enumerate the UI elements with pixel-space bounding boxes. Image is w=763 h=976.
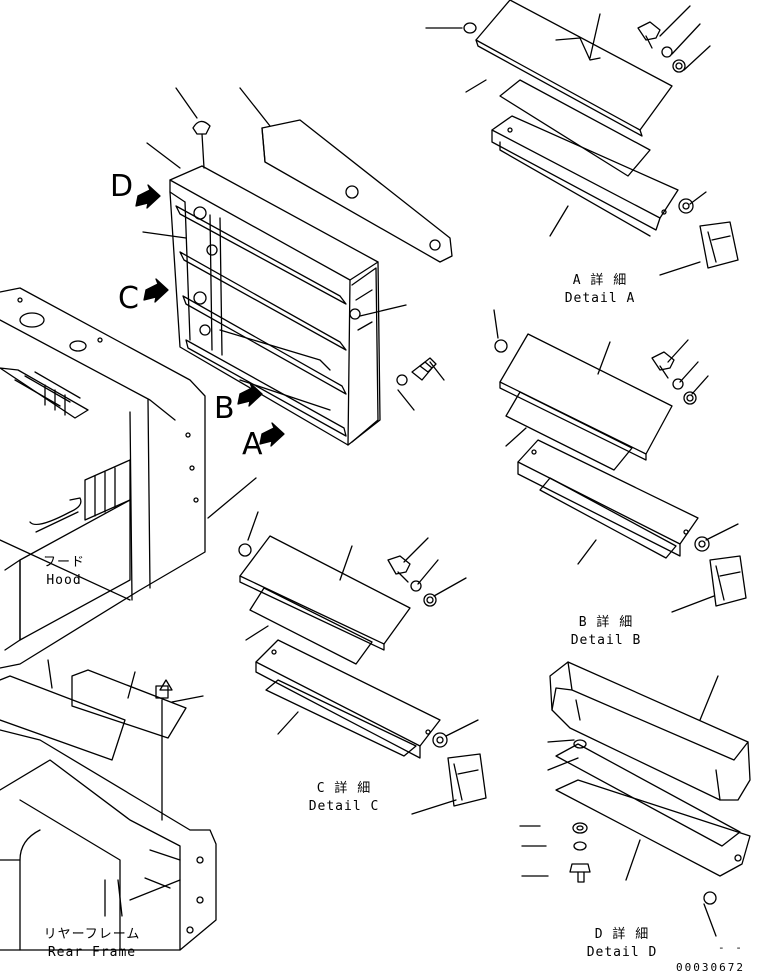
leader-lines-c bbox=[245, 511, 479, 815]
detail-b-jp: B 詳 細 bbox=[578, 615, 634, 630]
cover-plate bbox=[261, 119, 453, 263]
callout-d: D bbox=[110, 169, 134, 204]
detail-a-jp: A 詳 細 bbox=[572, 273, 628, 288]
hood-jp: フード bbox=[42, 555, 86, 570]
callout-a: A bbox=[242, 427, 263, 462]
main-louver-assembly bbox=[169, 120, 381, 446]
detail-b-en: Detail B bbox=[570, 633, 642, 648]
arrow-b-icon bbox=[237, 382, 263, 407]
callout-c: C bbox=[118, 281, 139, 316]
detail-d-jp: D 詳 細 bbox=[594, 927, 650, 942]
detail-d-en: Detail D bbox=[586, 945, 658, 960]
hood-leader bbox=[207, 477, 257, 519]
rear-frame-en: Rear Frame bbox=[47, 945, 137, 960]
bolt-washer-set bbox=[396, 357, 437, 386]
detail-c-en: Detail C bbox=[308, 799, 380, 814]
rear-frame-jp: リヤーフレーム bbox=[43, 927, 141, 942]
detail-c-jp: C 詳 細 bbox=[316, 781, 372, 796]
detail-d-parts bbox=[549, 661, 751, 905]
hood-en: Hood bbox=[46, 573, 82, 588]
leader-lines-a bbox=[465, 5, 711, 276]
hood-body bbox=[0, 287, 206, 669]
detail-a-parts bbox=[425, 0, 739, 269]
callout-arrows bbox=[135, 184, 285, 447]
dash-marks: - - bbox=[718, 941, 744, 954]
leader-lines-d bbox=[519, 675, 719, 937]
leader-lines-rear bbox=[47, 659, 204, 917]
drawing-number: 00030672 bbox=[676, 961, 745, 974]
callout-b: B bbox=[214, 391, 235, 426]
leader-lines-main bbox=[142, 87, 445, 411]
arrow-c-icon bbox=[143, 278, 169, 303]
detail-b-parts bbox=[494, 333, 747, 607]
rear-frame bbox=[0, 669, 217, 951]
leader-lines-b bbox=[493, 309, 739, 613]
detail-c-parts bbox=[238, 535, 487, 807]
arrow-a-icon bbox=[259, 422, 285, 447]
detail-a-en: Detail A bbox=[564, 291, 636, 306]
arrow-d-icon bbox=[135, 184, 161, 209]
